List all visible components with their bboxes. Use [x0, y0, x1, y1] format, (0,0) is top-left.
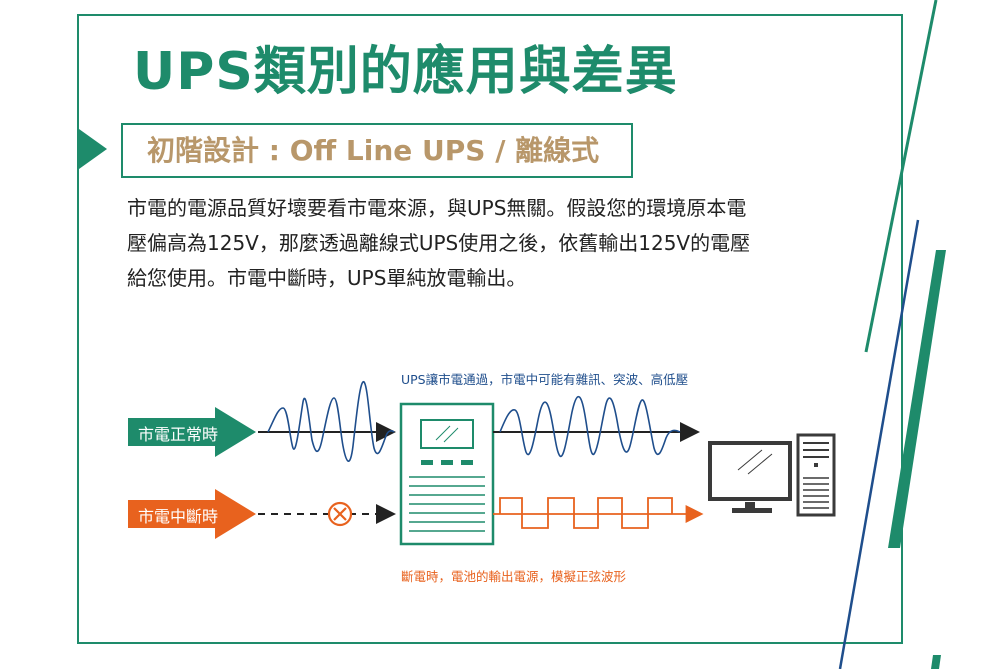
output-noisy-wave: [499, 395, 681, 457]
normal-label: 市電正常時: [138, 425, 219, 444]
output-square-wave: [499, 497, 673, 529]
outage-label-arrow: [128, 489, 256, 539]
subtitle-arrow-icon: [79, 129, 107, 169]
page-title: UPS類別的應用與差異: [133, 42, 678, 102]
ups-unit-icon: [399, 402, 495, 546]
description-line: 給您使用。市電中斷時，UPS單純放電輸出。: [127, 266, 527, 290]
outage-label: 市電中斷時: [138, 507, 219, 526]
cross-icon: [327, 501, 353, 527]
subtitle-box: 初階設計 : Off Line UPS / 離線式: [121, 123, 633, 178]
input-noisy-wave: [267, 381, 395, 462]
description-line: 市電的電源品質好壞要看市電來源，與UPS無關。假設您的環境原本電: [127, 196, 747, 220]
content-frame: [77, 14, 903, 644]
description-line: 壓偏高為125V，那麼透過離線式UPS使用之後，依舊輸出125V的電壓: [127, 231, 751, 255]
top-note: UPS讓市電通過，市電中可能有雜訊、突波、高低壓: [401, 372, 689, 387]
bottom-note: 斷電時，電池的輸出電源，模擬正弦波形: [401, 569, 627, 584]
computer-icon: [708, 433, 836, 517]
normal-label-arrow: [128, 407, 256, 457]
description: 市電的電源品質好壞要看市電來源，與UPS無關。假設您的環境原本電 壓偏高為125…: [127, 191, 847, 296]
subtitle: 初階設計 : Off Line UPS / 離線式: [147, 134, 600, 167]
